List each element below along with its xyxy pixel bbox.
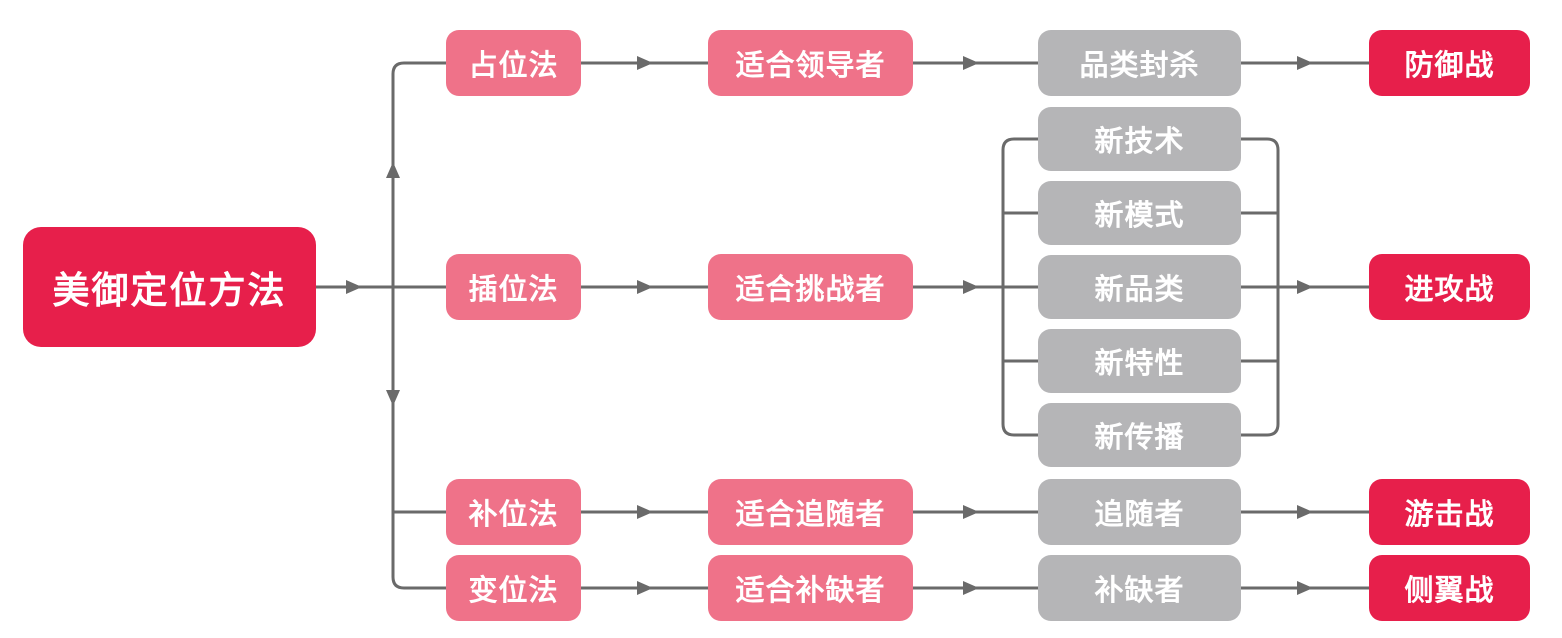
- node-suit-leader: 适合领导者: [708, 30, 913, 96]
- node-tactic-new-category: 新品类: [1038, 255, 1241, 319]
- node-tactic-new-spread: 新传播: [1038, 403, 1241, 467]
- arrow-right-icon: [637, 581, 653, 595]
- node-tactic-new-feature: 新特性: [1038, 329, 1241, 393]
- node-tactic-new-technology: 新技术: [1038, 107, 1241, 171]
- node-suit-nicher: 适合补缺者: [708, 555, 913, 621]
- arrow-right-icon: [1297, 56, 1313, 70]
- arrow-right-icon: [1297, 505, 1313, 519]
- arrow-right-icon: [637, 280, 653, 294]
- node-suit-follower: 适合追随者: [708, 479, 913, 545]
- arrow-right-icon: [637, 505, 653, 519]
- node-tactic-nicher: 补缺者: [1038, 555, 1241, 621]
- node-tactic-category-block: 品类封杀: [1038, 30, 1241, 96]
- node-method-shift: 变位法: [446, 555, 581, 621]
- arrow-up-icon: [386, 162, 400, 178]
- node-method-occupy: 占位法: [446, 30, 581, 96]
- arrow-right-icon: [1297, 581, 1313, 595]
- arrow-right-icon: [963, 280, 979, 294]
- arrow-right-icon: [1297, 280, 1313, 294]
- node-tactic-new-model: 新模式: [1038, 181, 1241, 245]
- arrow-right-icon: [346, 280, 362, 294]
- arrow-right-icon: [963, 56, 979, 70]
- node-war-offense: 进攻战: [1369, 254, 1530, 320]
- node-main-title: 美御定位方法: [23, 227, 316, 347]
- arrow-down-icon: [386, 390, 400, 406]
- node-war-defense: 防御战: [1369, 30, 1530, 96]
- arrow-right-icon: [637, 56, 653, 70]
- node-tactic-follower: 追随者: [1038, 479, 1241, 545]
- arrow-right-icon: [963, 581, 979, 595]
- node-method-fill: 补位法: [446, 479, 581, 545]
- arrowheads: [346, 56, 1313, 595]
- arrow-right-icon: [963, 505, 979, 519]
- node-suit-challenger: 适合挑战者: [708, 254, 913, 320]
- node-method-insert: 插位法: [446, 254, 581, 320]
- node-war-flank: 侧翼战: [1369, 555, 1530, 621]
- node-war-guerrilla: 游击战: [1369, 479, 1530, 545]
